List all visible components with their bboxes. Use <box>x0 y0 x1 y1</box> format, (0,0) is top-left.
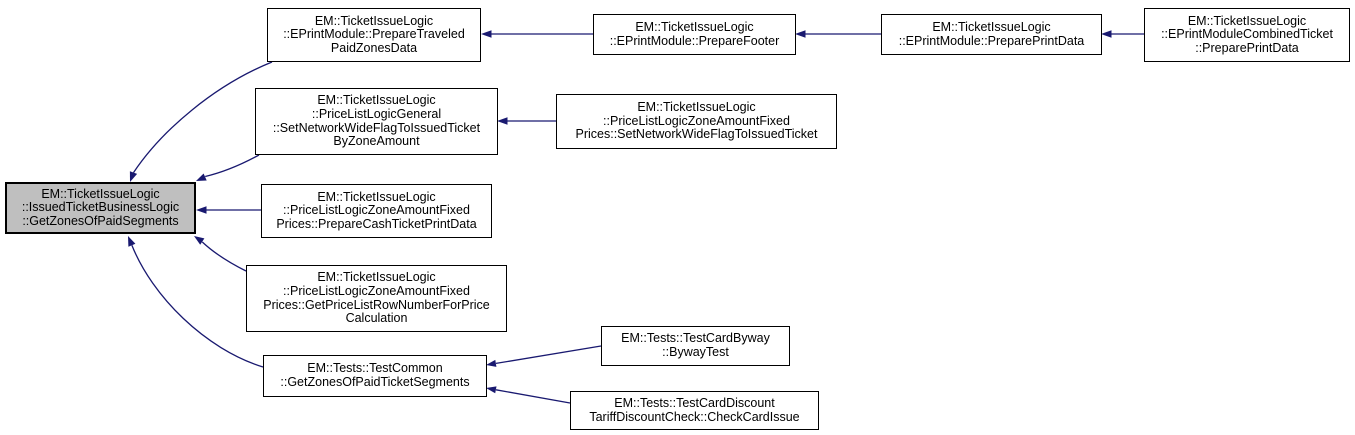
edge-prepare-traveled-to-main <box>129 61 273 182</box>
node-get-zones-of-paid-segments: EM::TicketIssueLogic ::IssuedTicketBusin… <box>5 182 196 234</box>
node-check-card-issue[interactable]: EM::Tests::TestCardDiscount TariffDiscou… <box>570 391 819 430</box>
node-prepare-footer[interactable]: EM::TicketIssueLogic ::EPrintModule::Pre… <box>593 14 796 55</box>
node-set-network-wide-flag-fixed-prices[interactable]: EM::TicketIssueLogic ::PriceListLogicZon… <box>556 94 837 149</box>
node-get-price-list-row-number[interactable]: EM::TicketIssueLogic ::PriceListLogicZon… <box>246 265 507 332</box>
edge-check-card-issue-to-test-common <box>486 386 571 404</box>
edge-prepare-cash-ticket-to-main <box>196 206 261 214</box>
edge-prepare-print-data-to-prepare-footer <box>795 30 881 38</box>
edge-combined-ticket-to-prepare-print-data <box>1101 30 1144 38</box>
node-prepare-print-data[interactable]: EM::TicketIssueLogic ::EPrintModule::Pre… <box>881 14 1102 55</box>
edge-test-common-to-main <box>128 236 264 368</box>
node-combined-ticket-prepare-print-data[interactable]: EM::TicketIssueLogic ::EPrintModuleCombi… <box>1144 8 1350 62</box>
node-prepare-cash-ticket-print-data[interactable]: EM::TicketIssueLogic ::PriceListLogicZon… <box>261 184 492 238</box>
edge-fixed-prices-flag-to-general-flag <box>497 117 556 125</box>
edge-byway-test-to-test-common <box>486 345 602 367</box>
node-set-network-wide-flag-general[interactable]: EM::TicketIssueLogic ::PriceListLogicGen… <box>255 88 498 155</box>
node-test-common-get-zones[interactable]: EM::Tests::TestCommon ::GetZonesOfPaidTi… <box>263 355 487 397</box>
node-byway-test[interactable]: EM::Tests::TestCardByway ::BywayTest <box>601 326 790 366</box>
edge-prepare-footer-to-prepare-traveled <box>481 30 593 38</box>
edge-general-flag-to-main <box>196 154 260 181</box>
edge-get-price-list-row-to-main <box>194 236 247 272</box>
node-prepare-traveled-paid-zones-data[interactable]: EM::TicketIssueLogic ::EPrintModule::Pre… <box>267 8 481 62</box>
